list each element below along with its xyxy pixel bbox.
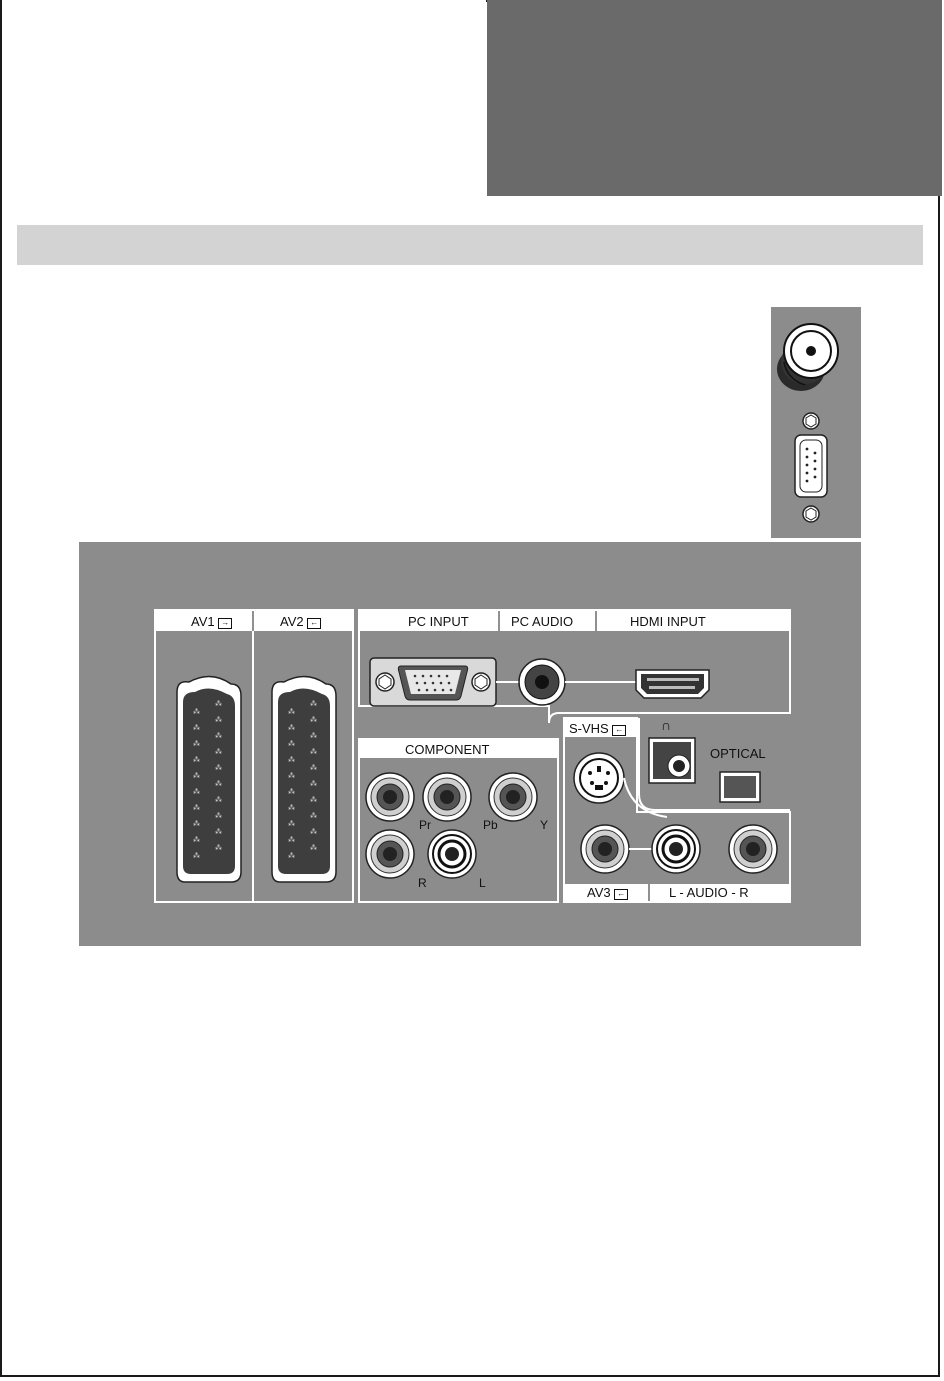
svg-text:⁂: ⁂ xyxy=(288,820,295,828)
section-bar xyxy=(17,225,923,265)
hdmi-connector-icon xyxy=(635,669,710,699)
input-arrow-icon: → xyxy=(218,618,233,629)
svg-text:⁂: ⁂ xyxy=(288,804,295,812)
svg-text:⁂: ⁂ xyxy=(193,820,200,828)
component-label: COMPONENT xyxy=(405,742,490,757)
svg-text:⁂: ⁂ xyxy=(288,836,295,844)
svg-text:⁂: ⁂ xyxy=(310,796,317,804)
antenna-connector-icon xyxy=(777,323,839,391)
audio-lr-label: L - AUDIO - R xyxy=(669,885,749,900)
vga-connector-icon xyxy=(369,657,497,707)
y-label: Y xyxy=(540,818,549,832)
svhs-connector-icon xyxy=(573,752,625,804)
optical-connector-icon xyxy=(719,771,761,803)
svg-text:⁂: ⁂ xyxy=(310,844,317,852)
header-dark-block xyxy=(487,0,942,196)
svg-text:⁂: ⁂ xyxy=(193,804,200,812)
svg-text:⁂: ⁂ xyxy=(288,788,295,796)
svg-text:⁂: ⁂ xyxy=(193,836,200,844)
scart-connector-icon: ⁂ ⁂ ⁂ ⁂ ⁂ ⁂ ⁂ ⁂ ⁂ ⁂ ⁂ ⁂ ⁂ ⁂ ⁂ ⁂ ⁂ ⁂ ⁂ ⁂ xyxy=(176,675,242,883)
svg-text:⁂: ⁂ xyxy=(193,788,200,796)
l-label: L xyxy=(479,876,486,890)
svg-text:⁂: ⁂ xyxy=(310,764,317,772)
pc-input-label: PC INPUT xyxy=(408,614,469,629)
svg-text:⁂: ⁂ xyxy=(215,812,222,820)
r-label: R xyxy=(418,876,427,890)
optical-label: OPTICAL xyxy=(710,746,766,761)
input-arrow-icon: ← xyxy=(614,889,629,900)
av3-label: AV3 ← xyxy=(587,885,629,900)
svg-text:⁂: ⁂ xyxy=(310,748,317,756)
hdmi-input-label: HDMI INPUT xyxy=(630,614,706,629)
pc-audio-label: PC AUDIO xyxy=(511,614,574,629)
svg-text:⁂: ⁂ xyxy=(288,724,295,732)
input-arrow-icon: ← xyxy=(612,725,627,736)
svg-text:⁂: ⁂ xyxy=(193,756,200,764)
svg-text:⁂: ⁂ xyxy=(310,780,317,788)
svg-text:⁂: ⁂ xyxy=(288,756,295,764)
svg-text:⁂: ⁂ xyxy=(215,764,222,772)
svg-text:⁂: ⁂ xyxy=(215,796,222,804)
svg-text:⁂: ⁂ xyxy=(193,852,200,860)
svhs-label: S-VHS ← xyxy=(569,721,627,736)
svg-text:⁂: ⁂ xyxy=(288,772,295,780)
svg-text:⁂: ⁂ xyxy=(215,844,222,852)
connector-panel-drawing: ⁂⁂⁂⁂⁂⁂⁂⁂⁂⁂ ⁂⁂⁂⁂⁂⁂⁂⁂⁂⁂ ⁂⁂⁂⁂⁂⁂⁂⁂⁂⁂ ⁂⁂⁂⁂⁂⁂⁂… xyxy=(154,609,791,903)
svg-text:⁂: ⁂ xyxy=(310,700,317,708)
side-connectors-drawing xyxy=(777,323,839,523)
svg-text:⁂: ⁂ xyxy=(193,740,200,748)
headphone-jack-icon xyxy=(648,737,696,784)
svg-text:⁂: ⁂ xyxy=(288,852,295,860)
svg-text:⁂: ⁂ xyxy=(215,732,222,740)
rear-connector-panel: ⁂⁂⁂⁂⁂⁂⁂⁂⁂⁂ ⁂⁂⁂⁂⁂⁂⁂⁂⁂⁂ ⁂⁂⁂⁂⁂⁂⁂⁂⁂⁂ ⁂⁂⁂⁂⁂⁂⁂… xyxy=(79,542,861,946)
pb-label: Pb xyxy=(483,818,498,832)
side-connector-panel xyxy=(771,307,861,538)
svg-text:⁂: ⁂ xyxy=(215,780,222,788)
pr-label: Pr xyxy=(419,818,431,832)
svg-text:⁂: ⁂ xyxy=(215,716,222,724)
rca-jack-icon xyxy=(518,658,566,706)
scart-connector-icon: ⁂ ⁂ ⁂ ⁂ ⁂ ⁂ ⁂ ⁂ ⁂ ⁂ ⁂ ⁂ ⁂ ⁂ ⁂ ⁂ ⁂ ⁂ ⁂ ⁂ xyxy=(271,675,337,883)
av2-label: AV2 ← xyxy=(280,614,322,629)
svg-text:⁂: ⁂ xyxy=(310,828,317,836)
svg-text:⁂: ⁂ xyxy=(310,716,317,724)
svg-text:⁂: ⁂ xyxy=(310,812,317,820)
input-arrow-icon: ← xyxy=(307,618,322,629)
svg-text:⁂: ⁂ xyxy=(193,772,200,780)
vga-connector-icon xyxy=(794,412,828,523)
svg-text:⁂: ⁂ xyxy=(193,724,200,732)
svg-text:⁂: ⁂ xyxy=(215,748,222,756)
svg-text:⁂: ⁂ xyxy=(310,732,317,740)
headphone-icon: ∩ xyxy=(661,717,672,733)
svg-text:⁂: ⁂ xyxy=(193,708,200,716)
av1-label: AV1 → xyxy=(191,614,233,629)
svg-text:⁂: ⁂ xyxy=(215,828,222,836)
svg-text:⁂: ⁂ xyxy=(215,700,222,708)
svg-text:⁂: ⁂ xyxy=(288,708,295,716)
svg-text:⁂: ⁂ xyxy=(288,740,295,748)
